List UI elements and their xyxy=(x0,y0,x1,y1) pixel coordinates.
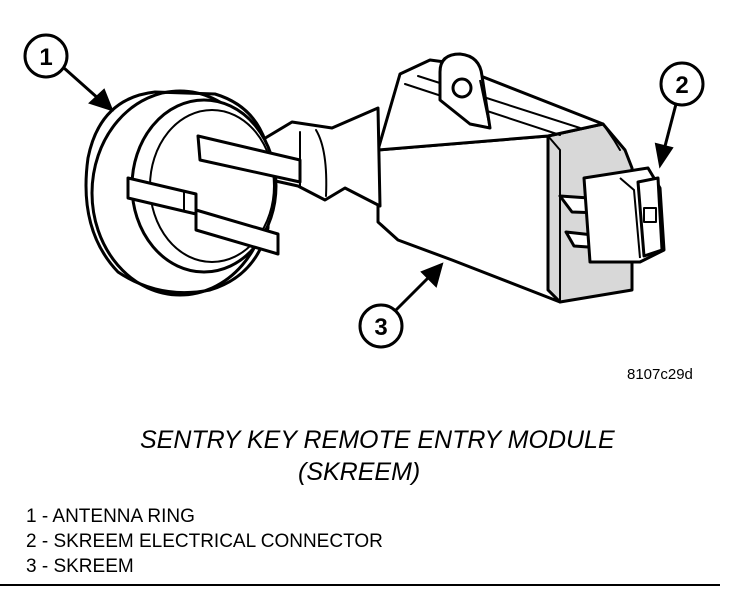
electrical-connector xyxy=(558,166,666,264)
callout-1-number: 1 xyxy=(39,44,52,71)
legend-item: 1 - ANTENNA RING xyxy=(26,506,195,527)
bottom-rule xyxy=(0,584,720,586)
legend-list: 1 - ANTENNA RING 2 - SKREEM ELECTRICAL C… xyxy=(26,504,383,579)
callout-2: 2 xyxy=(654,61,705,169)
legend-item: 3 - SKREEM xyxy=(26,556,134,577)
callout-2-number: 2 xyxy=(675,72,688,99)
mounting-tab xyxy=(438,52,492,130)
diagram-title-line-2: (SKREEM) xyxy=(298,458,421,486)
figure-code: 8107c29d xyxy=(627,366,693,383)
callout-1: 1 xyxy=(23,33,114,112)
antenna-ring xyxy=(84,89,302,297)
diagram-title-line-1: SENTRY KEY REMOTE ENTRY MODULE xyxy=(140,426,615,454)
callout-3: 3 xyxy=(358,262,444,349)
legend-item: 2 - SKREEM ELECTRICAL CONNECTOR xyxy=(26,531,383,552)
skreem-illustration: 1 2 3 xyxy=(23,33,705,349)
callout-3-number: 3 xyxy=(374,314,387,341)
skreem-module-body xyxy=(376,58,634,304)
